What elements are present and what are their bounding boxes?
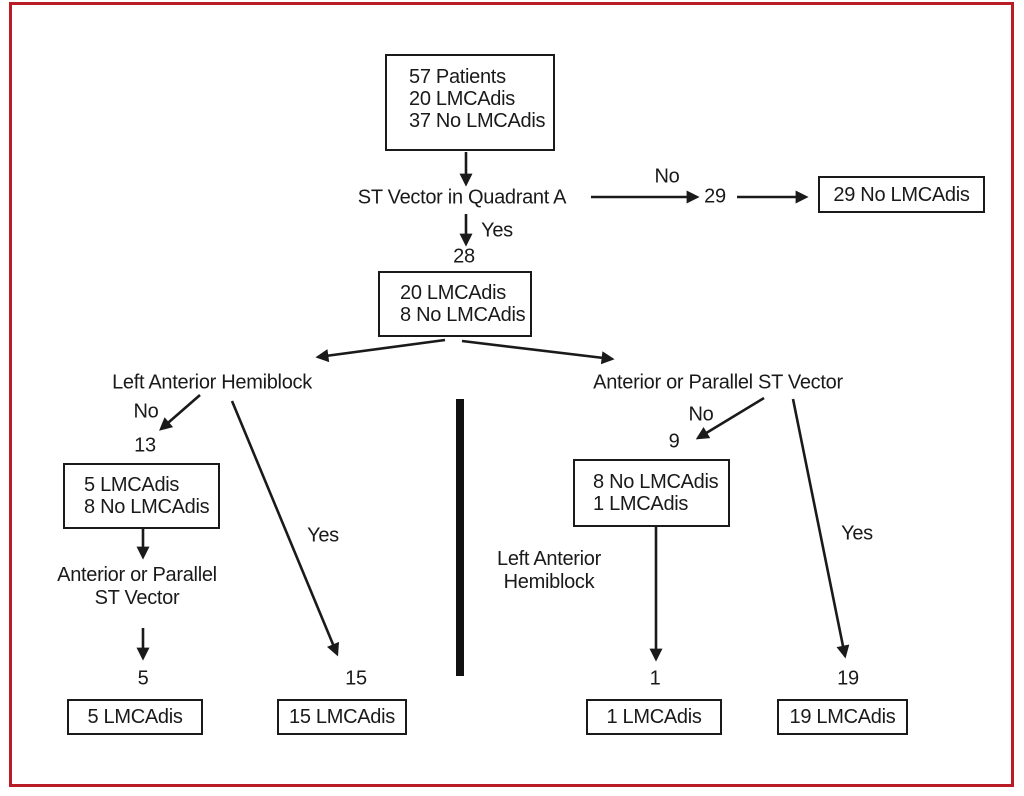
arrow-left-no [159, 394, 201, 431]
left-sub-decision-line2: ST Vector [94, 587, 180, 609]
right-sub-decision-line1: Left Anterior [497, 548, 601, 570]
quadrant-box-line1: 20 LMCAdis [400, 282, 506, 304]
right-no-label: No [688, 403, 714, 426]
right-sub-count: 1 [649, 667, 661, 690]
right-sub-decision-line2: Hemiblock [503, 571, 595, 593]
root-box-line2: 20 LMCAdis [409, 88, 515, 110]
branch-divider-bar [456, 399, 464, 676]
result-box-19-lmcadis: 19 LMCAdis [777, 699, 908, 735]
result-box-5-text: 5 LMCAdis [87, 706, 183, 728]
left-no-count: 13 [134, 434, 156, 457]
right-yes-count: 19 [837, 667, 859, 690]
decision-no-label: No [654, 165, 680, 188]
root-box-line1: 57 Patients [409, 66, 506, 88]
decision-yes-count: 28 [453, 245, 475, 268]
right-yes-label: Yes [841, 522, 873, 545]
right-sub-decision-label: Left Anterior Hemiblock [497, 548, 601, 594]
left-no-label: No [133, 400, 159, 423]
arrow-right-no [695, 396, 765, 440]
left-sub-decision-line1: Anterior or Parallel [57, 564, 217, 586]
right-branch-title: Anterior or Parallel ST Vector [593, 371, 843, 394]
result-box-5-lmcadis: 5 LMCAdis [67, 699, 203, 735]
quadrant-a-box: 20 LMCAdis 8 No LMCAdis [378, 271, 532, 337]
result-box-29-text: 29 No LMCAdis [833, 183, 970, 206]
left-sub-count: 5 [137, 667, 149, 690]
root-patients-box: 57 Patients 20 LMCAdis 37 No LMCAdis [385, 54, 555, 151]
result-box-1-text: 1 LMCAdis [606, 706, 702, 728]
left-yes-count: 15 [345, 667, 367, 690]
right-no-box-line1: 8 No LMCAdis [593, 471, 719, 493]
result-box-19-text: 19 LMCAdis [789, 706, 896, 728]
right-no-box-line2: 1 LMCAdis [593, 493, 689, 515]
result-box-29-no-lmcadis: 29 No LMCAdis [818, 176, 985, 213]
root-box-line3: 37 No LMCAdis [409, 110, 546, 132]
quadrant-box-line2: 8 No LMCAdis [400, 304, 526, 326]
left-no-box: 5 LMCAdis 8 No LMCAdis [63, 463, 220, 529]
left-branch-title: Left Anterior Hemiblock [112, 371, 312, 394]
arrow-to-left-branch [315, 338, 446, 363]
decision-no-count: 29 [704, 185, 726, 208]
left-no-box-line1: 5 LMCAdis [84, 474, 180, 496]
decision-yes-label: Yes [481, 219, 513, 242]
result-box-15-text: 15 LMCAdis [289, 706, 395, 728]
arrow-right-yes [791, 398, 850, 659]
left-yes-label: Yes [307, 524, 339, 547]
left-sub-decision-label: Anterior or Parallel ST Vector [57, 564, 217, 610]
left-no-box-line2: 8 No LMCAdis [84, 496, 210, 518]
right-no-box: 8 No LMCAdis 1 LMCAdis [573, 459, 730, 527]
result-box-15-lmcadis: 15 LMCAdis [277, 699, 407, 735]
result-box-1-lmcadis: 1 LMCAdis [586, 699, 722, 735]
right-no-count: 9 [668, 430, 680, 453]
arrow-left-yes [230, 400, 340, 657]
decision-st-vector-quadrant-a-label: ST Vector in Quadrant A [357, 186, 567, 209]
arrow-to-right-branch [461, 339, 615, 365]
